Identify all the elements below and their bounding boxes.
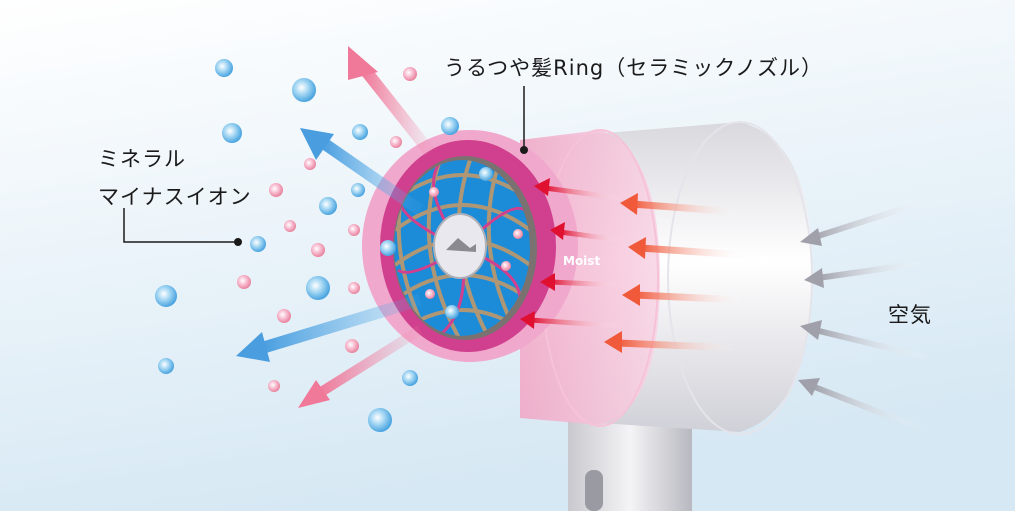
blue-ion (402, 370, 418, 386)
pink-ion (348, 282, 360, 294)
orange-arrow-4 (604, 331, 741, 353)
pink-ion (390, 136, 402, 148)
pink-ion (513, 229, 523, 239)
center-logo (446, 238, 476, 252)
blue-ion (215, 59, 233, 77)
red-arrow-1 (534, 178, 621, 201)
blue-ion (158, 358, 174, 374)
red-arrow-2 (550, 222, 621, 243)
blue-ion (222, 123, 242, 143)
pink-ion (268, 380, 280, 392)
negative-ion-label: マイナスイオン (98, 185, 252, 209)
handle-switch (585, 470, 603, 511)
pink-ion (348, 224, 360, 236)
blue-ion (292, 78, 316, 102)
pink-ion (304, 158, 316, 170)
blue-ion (319, 197, 337, 215)
gray-arrow-2 (804, 259, 931, 288)
orange-arrow-2 (628, 237, 746, 259)
mineral-label: ミネラル (98, 147, 186, 171)
pink-ion (501, 261, 511, 271)
pink-ion (284, 220, 296, 232)
ceramic-ring-nozzle (362, 130, 578, 362)
blue-out-arrow-upper (300, 128, 424, 215)
pink-out-arrow-bottom (298, 325, 423, 408)
ion-particles (155, 59, 523, 432)
pink-ion (237, 275, 251, 289)
outflow-arrows (236, 46, 435, 408)
air-label: 空気 (888, 303, 932, 327)
blue-ion (352, 124, 368, 140)
blue-ion (250, 236, 266, 252)
moist-badge-text: Moist (563, 254, 600, 268)
blue-ion (479, 167, 493, 181)
blue-ion (441, 117, 459, 135)
heated-airflow-arrows (520, 178, 746, 353)
pink-ion (425, 289, 435, 299)
ring-leader-line (520, 86, 528, 154)
red-arrow-3 (540, 273, 621, 291)
red-arrow-4 (520, 311, 621, 329)
pink-ion (429, 187, 439, 197)
blue-out-arrow-lower (236, 294, 422, 362)
gray-arrow-4 (798, 378, 927, 433)
gray-arrow-3 (800, 320, 931, 361)
pink-ion (345, 339, 359, 353)
blue-ion (380, 240, 396, 256)
orange-arrow-3 (622, 284, 746, 306)
blue-ion (445, 305, 459, 319)
orange-arrow-1 (620, 193, 741, 216)
blue-ion (351, 183, 365, 197)
ring-nozzle-label: うるつや髪Ring（セラミックノズル） (444, 56, 823, 80)
air-intake-arrows (798, 197, 931, 433)
pink-out-arrow-top (348, 46, 435, 156)
blue-ion (306, 276, 330, 300)
pink-ion (277, 309, 291, 323)
pink-ion (311, 243, 325, 257)
blue-ion (368, 408, 392, 432)
pink-ion (403, 67, 417, 81)
pink-ion (269, 183, 283, 197)
ion-leader-line (123, 208, 242, 246)
gray-arrow-1 (800, 197, 931, 246)
blue-ion (155, 285, 177, 307)
